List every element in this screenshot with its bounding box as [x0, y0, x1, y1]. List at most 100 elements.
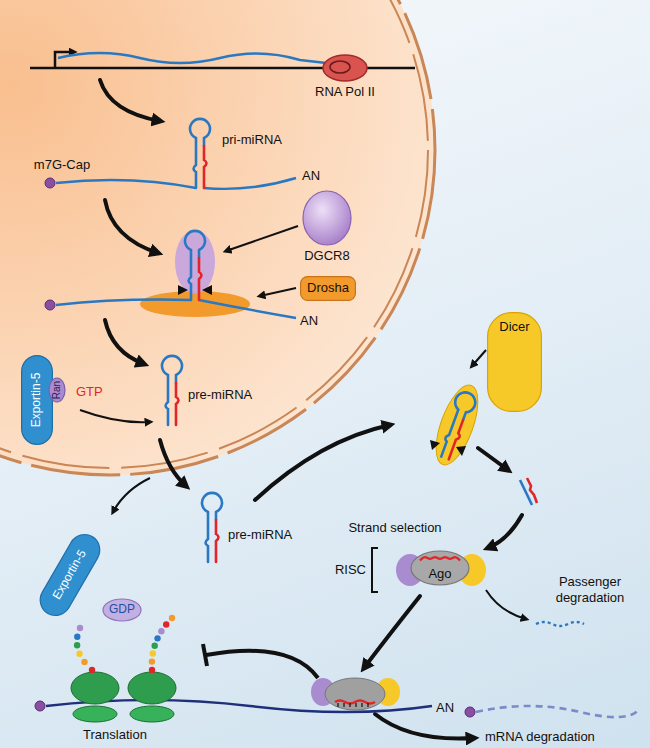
silencing-complex	[206, 651, 318, 678]
gene-transcription	[330, 61, 350, 73]
silencing-complex	[335, 701, 375, 704]
node-label: Exportin-5	[30, 373, 44, 428]
microprocessor-complex	[202, 285, 212, 295]
mrna	[465, 707, 475, 717]
ribosomes	[77, 625, 83, 631]
mrna	[35, 701, 45, 711]
microprocessor-complex	[45, 300, 55, 310]
silencing-complex	[338, 703, 368, 707]
small-arrows	[486, 590, 526, 619]
process-arrows	[100, 80, 160, 121]
ribosomes	[73, 706, 117, 722]
ribosomes	[74, 615, 175, 673]
text-label: AN	[300, 313, 318, 329]
ran-protein-outline	[49, 378, 65, 402]
dicer-complex	[430, 440, 440, 450]
process-arrows	[478, 448, 508, 470]
ago-protein: Ago	[410, 550, 470, 586]
pre-mirna-hairpins	[162, 356, 182, 425]
ribosomes	[130, 706, 174, 722]
protein-box: Drosha	[300, 276, 356, 301]
silencing-complex	[203, 644, 207, 666]
ribosomes	[128, 672, 176, 704]
protein-box-outline	[301, 277, 356, 301]
ribosomes	[149, 658, 155, 664]
small-arrows	[113, 478, 150, 512]
small-arrows	[260, 288, 296, 296]
exportin-capsule: Exportin-5	[34, 528, 107, 622]
small-arrows	[80, 226, 526, 619]
process-arrows	[105, 320, 144, 364]
exportin-capsule-outline	[22, 356, 53, 445]
text-label: RNA Pol II	[315, 84, 375, 100]
microprocessor-complex	[185, 231, 205, 300]
small-arrows	[226, 226, 298, 251]
dicer-complex	[436, 390, 478, 462]
microprocessor-complex	[56, 300, 191, 305]
ribosomes	[74, 634, 80, 640]
risc-complex	[372, 548, 378, 592]
exportin-capsule: Exportin-5Ran	[21, 355, 53, 445]
text-label: Strand selection	[348, 520, 441, 536]
node-label: Drosha	[307, 281, 349, 296]
ago-protein-outline	[411, 551, 469, 585]
gene-transcription	[30, 52, 415, 81]
pre-mirna-hairpins	[162, 356, 222, 562]
process-arrows	[488, 515, 522, 548]
node-label: DGCR8	[304, 249, 350, 264]
text-label: pri-miRNA	[222, 132, 282, 148]
ribosomes	[151, 643, 157, 649]
protein-ellipse-outline	[303, 191, 351, 245]
process-arrows	[100, 80, 522, 739]
node-label: Ran	[51, 381, 63, 399]
dicer-enzyme-outline	[488, 313, 542, 412]
pri-mirna	[45, 178, 55, 188]
pri-mirna	[45, 119, 296, 189]
process-arrows	[375, 714, 474, 739]
ribosomes	[89, 667, 95, 673]
pri-mirna	[190, 119, 210, 188]
silencing-complex	[203, 644, 400, 710]
text-label: m7G-Cap	[34, 157, 90, 173]
microprocessor-complex	[175, 230, 215, 294]
text-label: Passenger degradation	[545, 574, 635, 605]
node-label: Dicer	[499, 320, 529, 335]
process-arrows	[364, 596, 420, 668]
microprocessor-complex	[140, 291, 250, 317]
ribosomes	[149, 667, 155, 673]
text-label: AN	[302, 168, 320, 184]
process-arrows	[255, 425, 390, 500]
process-arrows	[105, 200, 158, 253]
ribosomes	[81, 659, 87, 665]
pre-mirna-hairpins	[202, 493, 222, 562]
mirna-duplex	[527, 478, 537, 503]
ran-protein: Ran	[48, 377, 66, 403]
pri-mirna	[56, 180, 196, 188]
mirna-strand	[420, 557, 460, 560]
dicer-complex	[428, 380, 487, 470]
nucleus	[0, 0, 435, 475]
nucleus	[0, 0, 435, 475]
text-label: Translation	[83, 727, 147, 743]
dicer-complex	[428, 380, 487, 470]
ribosomes	[71, 672, 119, 704]
pri-mirna	[204, 178, 296, 189]
text-label: mRNA degradation	[485, 729, 595, 745]
text-label: RISC	[335, 562, 366, 578]
node-label: Ago	[428, 567, 451, 582]
small-arrows	[80, 410, 150, 422]
text-label: GTP	[76, 384, 103, 400]
mirna-duplex	[520, 478, 537, 505]
exportin-capsule-outline	[34, 529, 105, 621]
microprocessor-complex	[199, 300, 296, 318]
mrna	[476, 706, 640, 717]
ribosomes	[150, 650, 156, 656]
dicer-enzyme: Dicer	[487, 312, 542, 412]
silencing-complex	[325, 678, 385, 710]
microprocessor-complex	[178, 285, 188, 295]
dicer-complex	[456, 446, 466, 456]
ribosomes	[163, 621, 169, 627]
nucleus	[0, 0, 428, 468]
